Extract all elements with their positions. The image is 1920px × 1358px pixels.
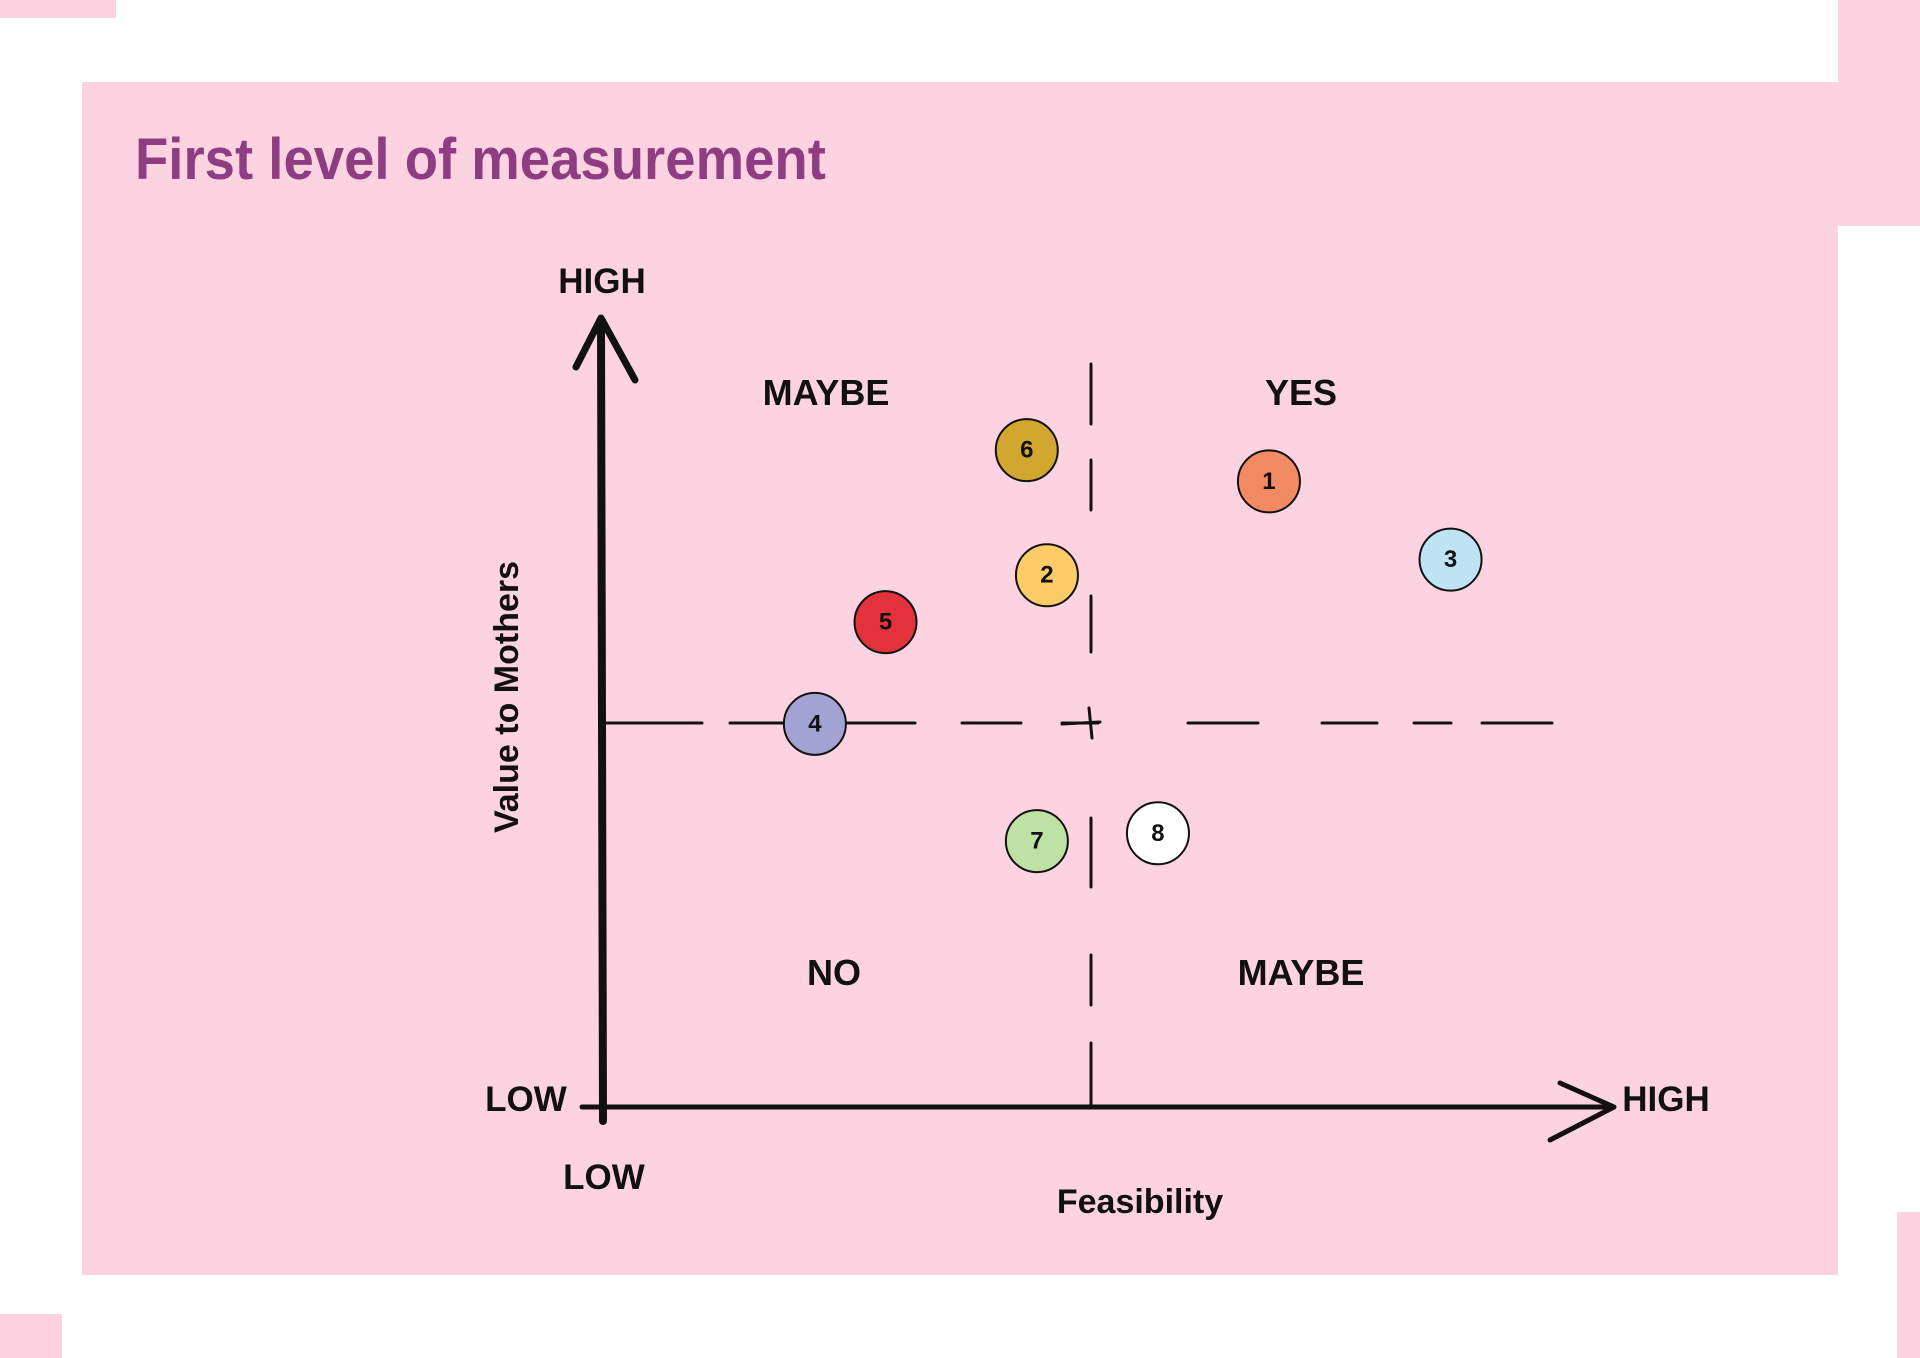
y-axis-title: Value to Mothers — [488, 561, 526, 833]
item-marker: 2 — [1014, 543, 1079, 608]
x-axis-high-label: HIGH — [1622, 1080, 1710, 1119]
quadrant-label-bottom-right: MAYBE — [1238, 952, 1365, 993]
corner-decoration — [0, 1314, 62, 1358]
page-title: First level of measurement — [135, 127, 826, 192]
quadrant-label-top-right: YES — [1265, 372, 1337, 413]
divider-lines — [601, 362, 1554, 1109]
corner-decoration — [1838, 0, 1920, 226]
item-marker-label: 2 — [1040, 562, 1053, 589]
item-marker-circle — [1125, 801, 1190, 866]
quadrant-label-bottom-left: NO — [807, 952, 861, 993]
item-marker-label: 7 — [1030, 828, 1043, 855]
item-marker-circle — [782, 691, 847, 756]
item-marker-label: 1 — [1262, 468, 1275, 495]
item-marker-circle — [1004, 809, 1069, 874]
x-axis-title: Feasibility — [1057, 1183, 1223, 1221]
item-marker: 3 — [1418, 527, 1483, 592]
y-axis-arrowhead — [572, 314, 639, 384]
corner-decoration — [1897, 1212, 1920, 1358]
item-marker-circle — [994, 418, 1059, 483]
item-marker-circle — [1014, 543, 1079, 608]
x-axis-low-label: LOW — [563, 1158, 645, 1197]
item-marker: 6 — [994, 418, 1059, 483]
content-panel — [82, 82, 1838, 1275]
x-axis-arrowhead — [1547, 1080, 1617, 1143]
axes — [572, 314, 1617, 1143]
item-marker: 5 — [853, 590, 918, 655]
y-axis-line — [597, 321, 607, 1125]
quadrant-label-top-left: MAYBE — [763, 372, 890, 413]
item-marker-label: 3 — [1444, 546, 1457, 573]
item-marker: 7 — [1004, 809, 1069, 874]
item-marker-label: 6 — [1020, 437, 1033, 464]
center-cross — [1060, 706, 1102, 740]
item-marker-circle — [1418, 527, 1483, 592]
item-marker-label: 8 — [1151, 820, 1164, 847]
corner-decoration — [0, 0, 116, 18]
item-marker: 1 — [1236, 449, 1301, 514]
item-marker-label: 5 — [879, 609, 892, 636]
item-marker: 8 — [1125, 801, 1190, 866]
item-marker-label: 4 — [808, 710, 822, 737]
item-marker-circle — [853, 590, 918, 655]
y-axis-low-label: LOW — [485, 1080, 567, 1119]
item-markers: 1 2 3 4 5 6 7 8 — [782, 418, 1483, 874]
item-marker: 4 — [782, 691, 847, 756]
item-marker-circle — [1236, 449, 1301, 514]
y-axis-high-label: HIGH — [558, 262, 646, 301]
